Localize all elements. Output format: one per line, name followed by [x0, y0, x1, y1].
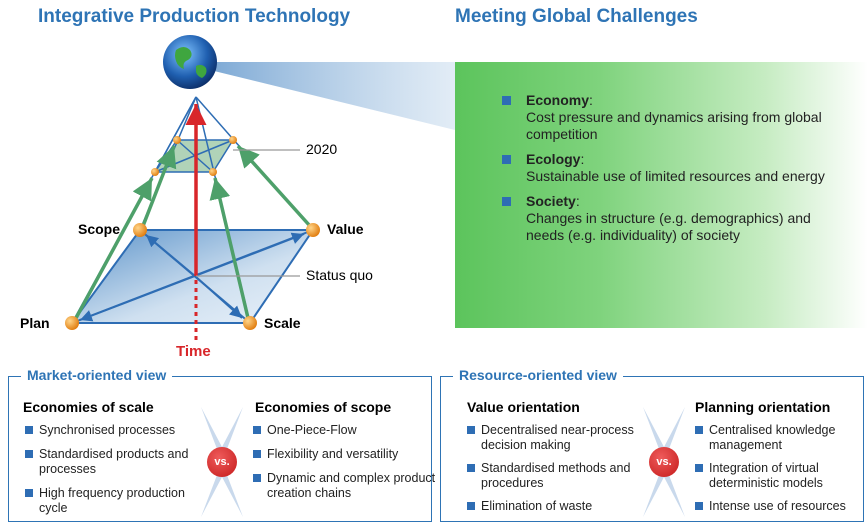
list-item: Decentralised near-process decision maki… — [467, 423, 661, 453]
label-scale: Scale — [264, 315, 301, 331]
bullet-square-icon — [502, 197, 511, 206]
node-plan — [65, 316, 79, 330]
challenge-term: Society — [526, 193, 576, 209]
globe-icon — [163, 35, 217, 89]
globe-beam — [210, 62, 455, 130]
list-item: Synchronised processes — [25, 423, 209, 438]
challenge-society: Society: Changes in structure (e.g. demo… — [500, 193, 840, 244]
vs-badge: vs. — [649, 447, 679, 477]
challenges-list: Economy: Cost pressure and dynamics aris… — [500, 92, 840, 252]
node-scale — [243, 316, 257, 330]
list-item: Intense use of resources — [695, 499, 868, 514]
list-item: Flexibility and versatility — [253, 447, 437, 462]
node-value — [306, 223, 320, 237]
list-item: Centralised knowledge management — [695, 423, 868, 453]
market-view-panel: Market-oriented view Economies of scale … — [8, 367, 435, 522]
economies-scope-heading: Economies of scope — [255, 399, 392, 415]
label-status-quo: Status quo — [306, 267, 373, 283]
right-title: Meeting Global Challenges — [455, 6, 698, 27]
label-scope: Scope — [78, 221, 121, 237]
list-item: Integration of virtual deterministic mod… — [695, 461, 868, 491]
label-plan: Plan — [20, 315, 50, 331]
list-item: Standardised products and processes — [25, 447, 209, 477]
challenge-economy: Economy: Cost pressure and dynamics aris… — [500, 92, 840, 143]
list-item: Dynamic and complex product creation cha… — [253, 471, 437, 501]
node-scope — [133, 223, 147, 237]
list-item: One-Piece-Flow — [253, 423, 437, 438]
bullet-square-icon — [502, 96, 511, 105]
resource-view-panel: Resource-oriented view Value orientation… — [440, 367, 864, 522]
value-orientation-heading: Value orientation — [467, 399, 580, 415]
challenge-term: Ecology — [526, 151, 581, 167]
challenge-desc: Sustainable use of limited resources and… — [526, 168, 825, 184]
bullet-square-icon — [502, 155, 511, 164]
challenge-desc: Changes in structure (e.g. demographics)… — [526, 210, 811, 243]
label-value: Value — [327, 221, 364, 237]
economies-scale-heading: Economies of scale — [23, 399, 154, 415]
challenge-term: Economy — [526, 92, 590, 108]
challenge-desc: Cost pressure and dynamics arising from … — [526, 109, 822, 142]
challenge-ecology: Ecology: Sustainable use of limited reso… — [500, 151, 840, 185]
list-item: Standardised methods and procedures — [467, 461, 661, 491]
resource-view-title: Resource-oriented view — [453, 367, 623, 383]
left-title: Integrative Production Technology — [38, 6, 351, 27]
challenges-box — [455, 62, 868, 328]
market-view-title: Market-oriented view — [21, 367, 173, 383]
list-item: High frequency production cycle — [25, 486, 209, 516]
vs-badge: vs. — [207, 447, 237, 477]
list-item: Elimination of waste — [467, 499, 661, 514]
planning-orientation-heading: Planning orientation — [695, 399, 831, 415]
label-2020: 2020 — [306, 141, 338, 157]
label-time: Time — [176, 343, 211, 360]
